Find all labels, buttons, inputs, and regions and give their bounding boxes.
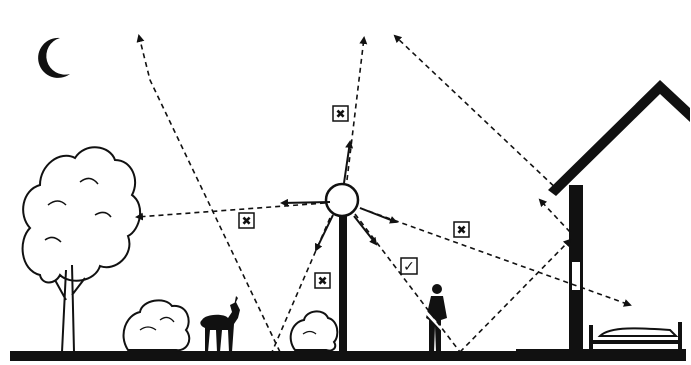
ray-left (137, 203, 325, 217)
x-mark-icon: ✖ (317, 274, 327, 288)
ray-right-to-house (360, 208, 630, 305)
ray-reflect-up (460, 240, 570, 352)
blocked-marker: ✖ (333, 106, 348, 121)
crescent-moon-icon (38, 38, 70, 78)
person-icon (426, 284, 447, 352)
ray-window (540, 200, 570, 232)
tree-icon (23, 147, 141, 352)
check-mark-icon: ✓ (403, 259, 415, 275)
deer-icon (200, 296, 240, 352)
blocked-marker: ✖ (315, 273, 330, 288)
ray-up-right (395, 36, 560, 192)
ray-to-person (355, 214, 460, 352)
blocked-marker: ✖ (454, 222, 469, 237)
shrub-icon (291, 311, 338, 350)
house-icon (516, 80, 690, 361)
x-mark-icon: ✖ (456, 223, 466, 237)
x-mark-icon: ✖ (335, 107, 345, 121)
x-mark-icon: ✖ (241, 214, 251, 228)
blocked-marker: ✖ (239, 213, 254, 228)
shrub-icon (124, 300, 190, 350)
ray-up (347, 38, 364, 180)
bed-icon (589, 322, 682, 351)
allowed-marker: ✓ (401, 258, 417, 275)
